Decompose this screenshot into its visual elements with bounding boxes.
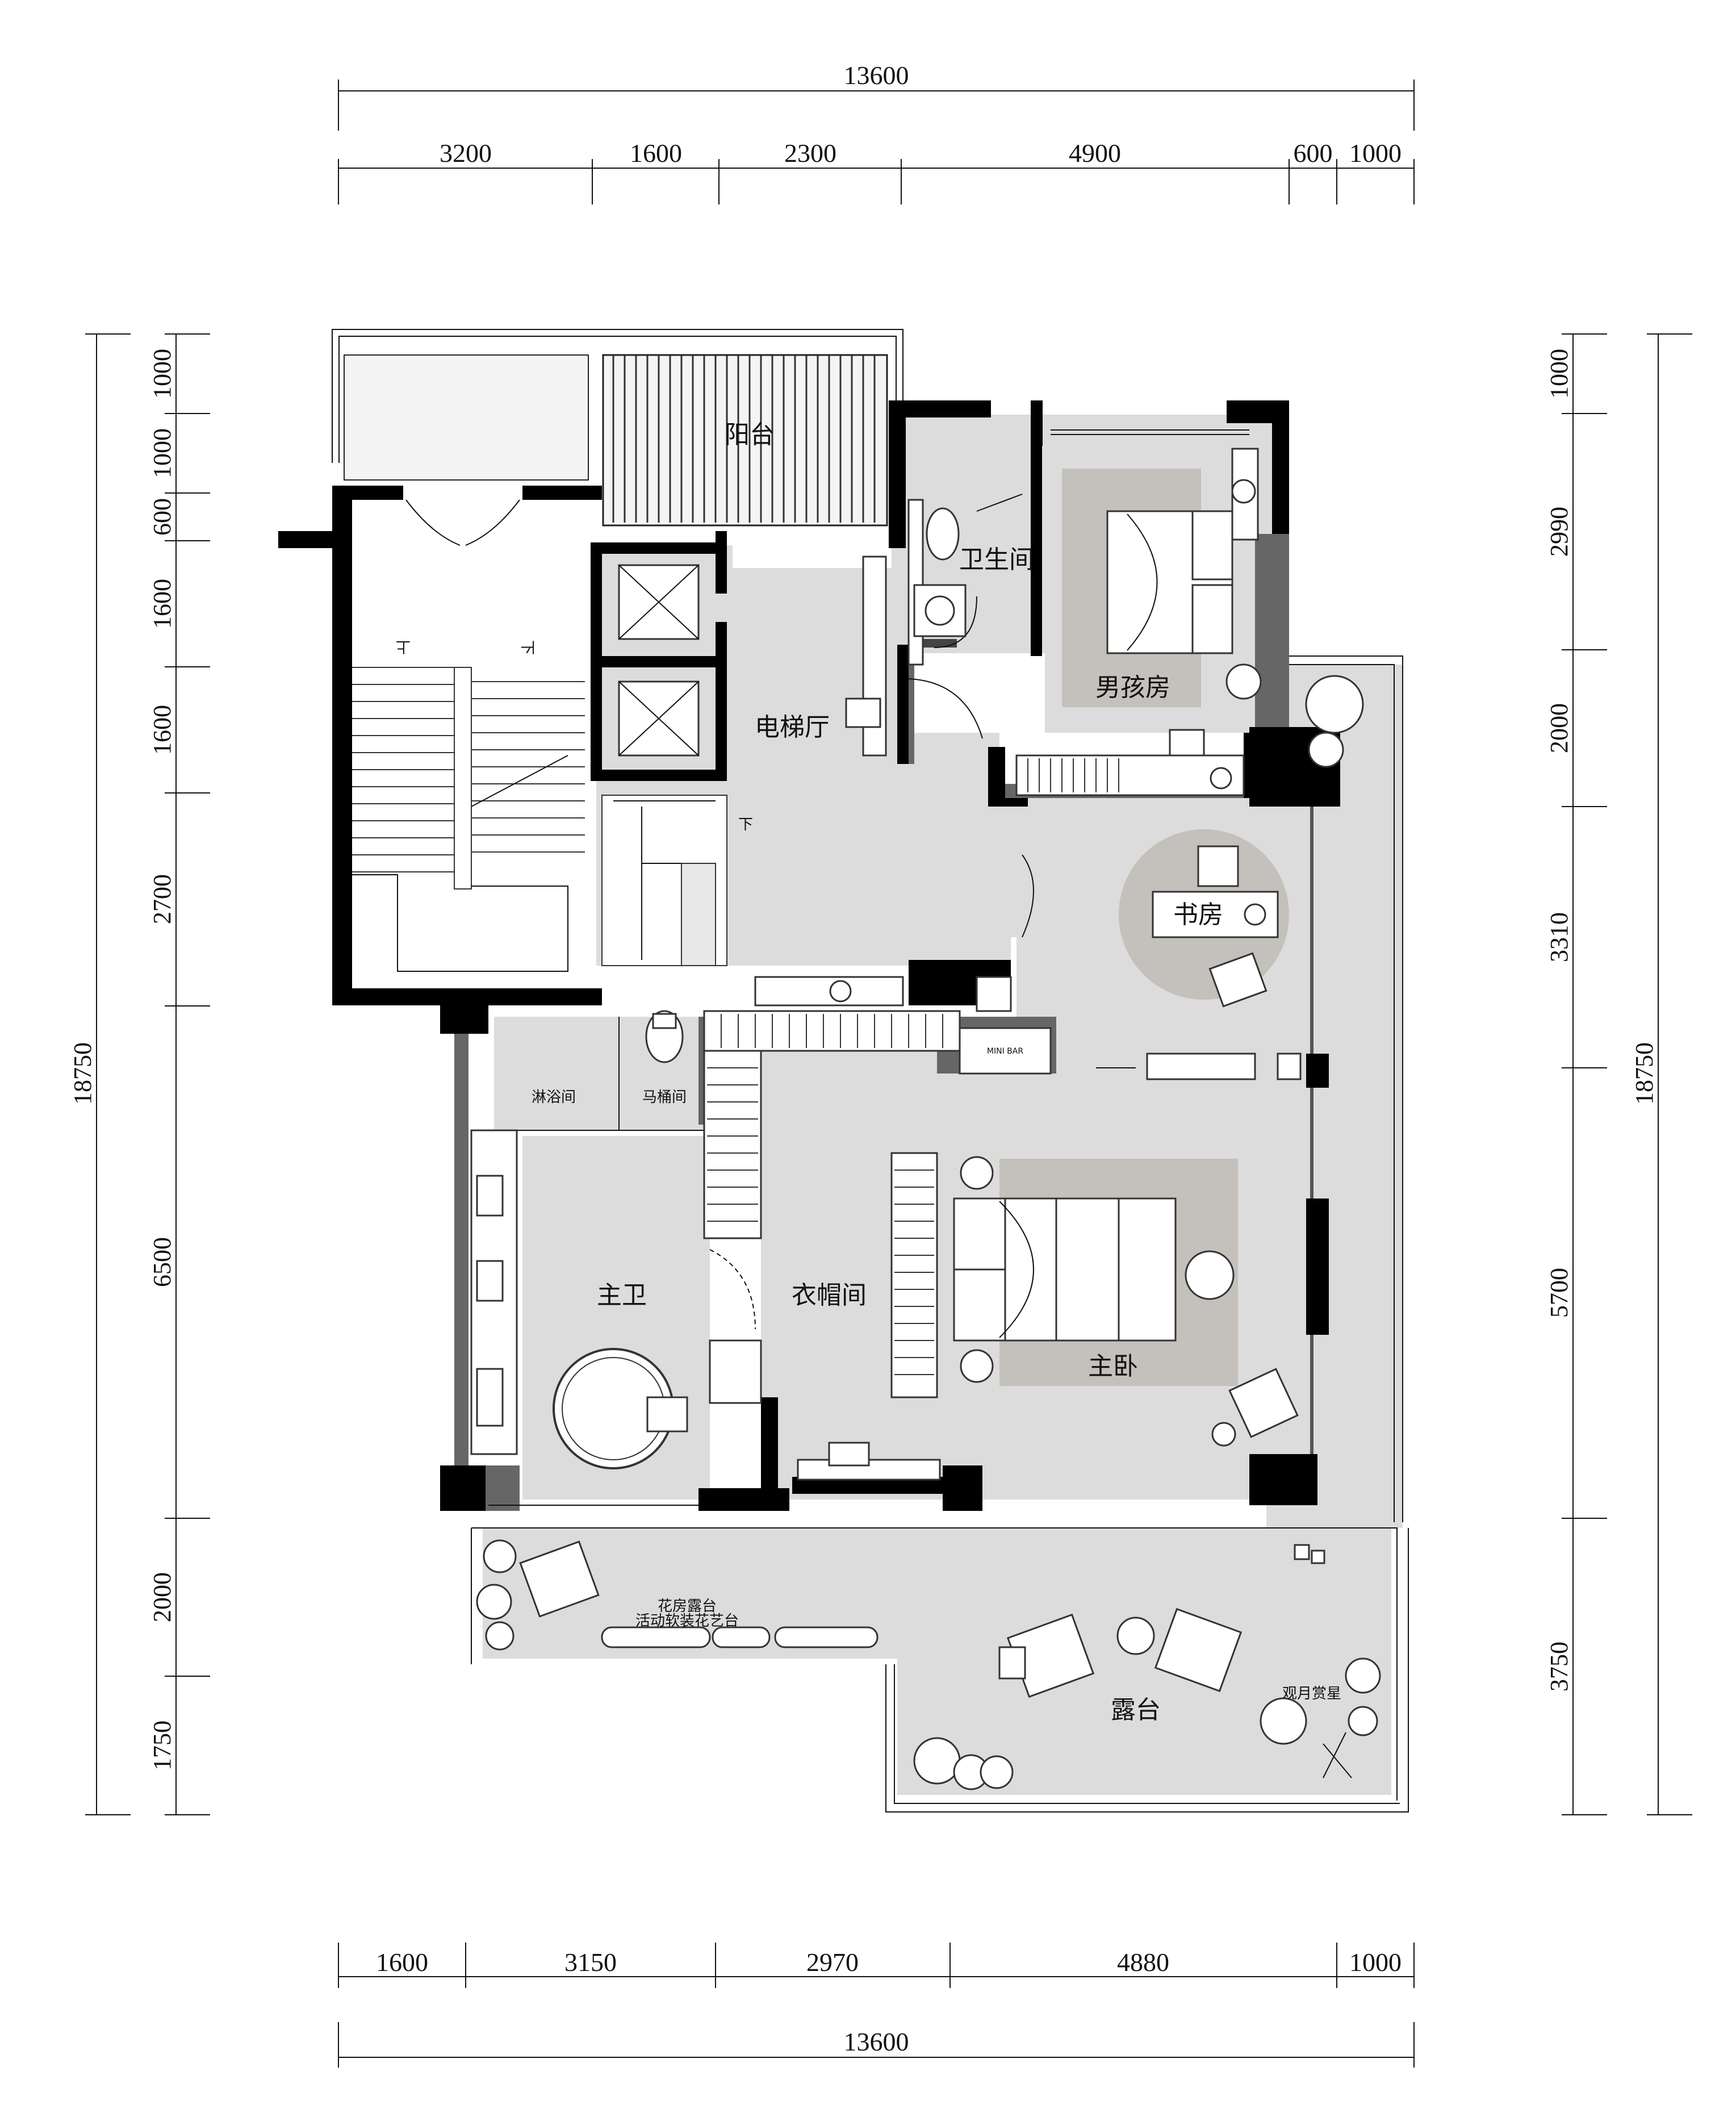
label-master-bath: 主卫	[597, 1281, 647, 1310]
top-dim-3: 2300	[784, 139, 836, 168]
cloakroom-furniture	[703, 1010, 961, 1481]
right-total-dim: 18750	[1630, 1042, 1658, 1105]
mini-bar-label: MINI BAR	[987, 1047, 1023, 1056]
master-bed-furniture	[890, 1053, 1302, 1447]
top-dim-5: 600	[1294, 139, 1333, 168]
left-dim-7: 6500	[148, 1237, 176, 1287]
label-terrace: 露台	[1111, 1695, 1161, 1724]
stair-core: 上 下	[278, 486, 602, 1005]
right-dim-3: 2000	[1545, 703, 1573, 753]
label-flower-terrace: 花房露台	[658, 1598, 717, 1615]
inner-stair: 下	[601, 795, 753, 966]
bottom-dim-1: 1600	[376, 1948, 428, 1977]
right-dim-4: 3310	[1545, 912, 1573, 962]
elevators	[591, 531, 727, 781]
stair-down-label: 下	[738, 816, 753, 833]
balconies	[332, 329, 903, 527]
top-dim-6: 1000	[1349, 139, 1402, 168]
right-terrace	[1249, 655, 1403, 1522]
room-labels: 阳台 卫生间 男孩房 电梯厅 书房 淋浴间 马桶间 主卫 衣帽间 主卧 露台 花…	[532, 420, 1341, 1724]
upper-right-walls	[889, 400, 1340, 807]
label-wc: 马桶间	[642, 1089, 687, 1106]
left-dim-2: 1000	[148, 428, 176, 478]
stair-up-label: 上	[396, 638, 411, 655]
label-elevator-hall: 电梯厅	[755, 713, 830, 742]
right-dim-5: 5700	[1545, 1268, 1573, 1318]
label-study: 书房	[1173, 900, 1223, 929]
bottom-dim-5: 1000	[1349, 1948, 1402, 1977]
boys-room-furniture	[1015, 429, 1262, 796]
toilet-room-fixtures	[907, 494, 1023, 666]
top-dim-1: 3200	[440, 139, 492, 168]
left-dim-5: 1600	[148, 705, 176, 755]
bath-fixtures	[470, 1010, 698, 1506]
left-dim-6: 2700	[148, 874, 176, 924]
label-boys-room: 男孩房	[1095, 673, 1170, 702]
label-moon-stargazing: 观月赏星	[1282, 1685, 1341, 1702]
bottom-terrace	[471, 1527, 1409, 1813]
bottom-dim-3: 2970	[806, 1948, 859, 1977]
left-dim-8: 2000	[148, 1572, 176, 1622]
left-dim-3: 600	[148, 498, 176, 536]
left-total-dim: 18750	[69, 1042, 97, 1105]
bottom-total-dim: 13600	[844, 2027, 909, 2056]
label-toilet-room: 卫生间	[959, 545, 1034, 574]
top-total-dim: 13600	[844, 61, 909, 90]
right-dim-6: 3750	[1545, 1642, 1573, 1692]
bottom-dim-2: 3150	[564, 1948, 617, 1977]
right-dimensions: 1000 2990 2000 3310 5700 3750 18750	[1545, 333, 1692, 1815]
bottom-dimensions: 1600 3150 2970 4880 1000 13600	[338, 1943, 1415, 2068]
left-dim-4: 1600	[148, 579, 176, 629]
bottom-dim-4: 4880	[1117, 1948, 1169, 1977]
label-balcony: 阳台	[725, 420, 775, 449]
left-dim-9: 1750	[148, 1720, 176, 1770]
right-dim-1: 1000	[1545, 349, 1573, 399]
label-master-bedroom: 主卧	[1088, 1352, 1138, 1381]
left-dimensions: 18750 1000 1000 600 1600 1600 2700 6500 …	[69, 333, 210, 1815]
top-dim-2: 1600	[630, 139, 682, 168]
label-cloakroom: 衣帽间	[792, 1281, 867, 1310]
top-dim-4: 4900	[1069, 139, 1121, 168]
right-dim-2: 2990	[1545, 507, 1573, 557]
label-flower-terrace-note: 活动软装花艺台	[635, 1613, 739, 1630]
top-dimensions: 13600 3200 1600 2300 4900 600 1000	[338, 61, 1415, 204]
label-shower: 淋浴间	[532, 1089, 576, 1106]
hall-console	[754, 556, 1034, 1007]
study-furniture	[1119, 829, 1289, 1008]
stair-down-left-label: 下	[518, 640, 536, 655]
left-dim-1: 1000	[148, 349, 176, 399]
